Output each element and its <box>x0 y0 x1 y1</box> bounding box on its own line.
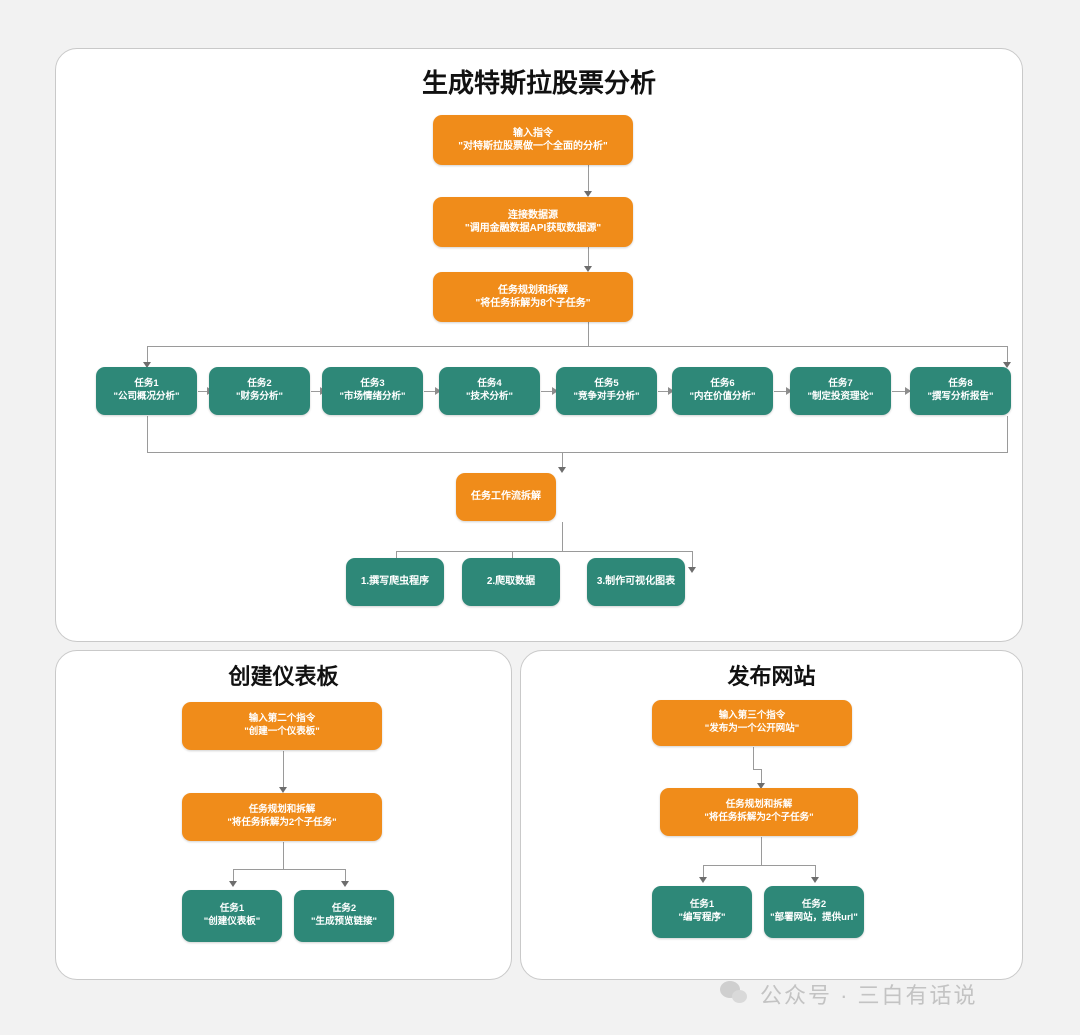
node-task-planning[interactable]: 任务规划和拆解 "将任务拆解为8个子任务" <box>433 272 633 322</box>
node-line1: 任务工作流拆解 <box>471 491 541 503</box>
node-line1: 任务规划和拆解 <box>725 799 793 811</box>
node-line2: "创建仪表板" <box>203 916 261 927</box>
node-line1: 任务5 <box>594 378 619 390</box>
node-line2: "公司概况分析" <box>113 391 180 402</box>
node-line1: 连接数据源 <box>508 209 558 221</box>
node-connect-data-source[interactable]: 连接数据源 "调用金融数据API获取数据源" <box>433 197 633 247</box>
node-line2: "生成预览链接" <box>310 916 377 927</box>
node-task-8[interactable]: 任务8 "撰写分析报告" <box>910 367 1011 415</box>
node-task-6[interactable]: 任务6 "内在价值分析" <box>672 367 773 415</box>
node-line2: "内在价值分析" <box>689 391 756 402</box>
node-line1: 任务3 <box>360 378 385 390</box>
watermark-text: 公众号 · 三白有话说 <box>760 983 978 1008</box>
node-site-task-planning[interactable]: 任务规划和拆解 "将任务拆解为2个子任务" <box>660 788 858 836</box>
node-subtask-2[interactable]: 2.爬取数据 <box>462 558 560 606</box>
node-line2: "对特斯拉股票做一个全面的分析" <box>458 141 608 152</box>
node-dash-task-1[interactable]: 任务1 "创建仪表板" <box>182 890 282 942</box>
node-task-2[interactable]: 任务2 "财务分析" <box>209 367 310 415</box>
node-line2: "竞争对手分析" <box>573 391 640 402</box>
node-line2: "创建一个仪表板" <box>244 726 320 737</box>
node-line2: "撰写分析报告" <box>927 391 994 402</box>
node-line1: 任务2 <box>331 903 357 915</box>
wechat-icon <box>720 981 750 1007</box>
node-dash-task-planning[interactable]: 任务规划和拆解 "将任务拆解为2个子任务" <box>182 793 382 841</box>
node-line1: 任务6 <box>710 378 735 390</box>
node-line2: "部署网站，提供url" <box>770 912 858 923</box>
node-line2: "将任务拆解为8个子任务" <box>475 298 591 309</box>
node-line1: 任务2 <box>247 378 272 390</box>
node-line1: 任务规划和拆解 <box>248 804 316 816</box>
node-line2: "财务分析" <box>235 391 283 402</box>
panel-title-create-dashboard: 创建仪表板 <box>228 664 339 689</box>
node-line1: 任务1 <box>689 899 715 911</box>
node-line1: 任务规划和拆解 <box>498 284 568 296</box>
node-line1: 3.制作可视化图表 <box>596 576 676 588</box>
node-subtask-3[interactable]: 3.制作可视化图表 <box>587 558 685 606</box>
watermark: 公众号 · 三白有话说 <box>720 978 978 1010</box>
node-site-task-1[interactable]: 任务1 "编写程序" <box>652 886 752 938</box>
node-task-7[interactable]: 任务7 "制定投资理论" <box>790 367 891 415</box>
node-line2: "将任务拆解为2个子任务" <box>704 812 814 823</box>
node-site-task-2[interactable]: 任务2 "部署网站，提供url" <box>764 886 864 938</box>
node-line1: 任务1 <box>219 903 245 915</box>
node-line1: 输入第三个指令 <box>718 710 786 722</box>
node-line1: 任务7 <box>828 378 853 390</box>
node-task-4[interactable]: 任务4 "技术分析" <box>439 367 540 415</box>
node-line1: 任务1 <box>134 378 159 390</box>
node-input-command[interactable]: 输入指令 "对特斯拉股票做一个全面的分析" <box>433 115 633 165</box>
node-dash-task-2[interactable]: 任务2 "生成预览链接" <box>294 890 394 942</box>
node-line2: "将任务拆解为2个子任务" <box>227 817 337 828</box>
node-line1: 输入指令 <box>513 127 553 139</box>
node-line2: "市场情绪分析" <box>339 391 406 402</box>
node-line2: "编写程序" <box>678 912 726 923</box>
node-line1: 1.撰写爬虫程序 <box>360 576 430 588</box>
node-task-1[interactable]: 任务1 "公司概况分析" <box>96 367 197 415</box>
node-line2: "技术分析" <box>465 391 513 402</box>
node-line2: "发布为一个公开网站" <box>704 723 800 734</box>
node-task-3[interactable]: 任务3 "市场情绪分析" <box>322 367 423 415</box>
node-line1: 任务2 <box>801 899 827 911</box>
node-line1: 输入第二个指令 <box>248 713 316 725</box>
node-line1: 任务4 <box>477 378 502 390</box>
panel-title-publish-website: 发布网站 <box>727 664 816 689</box>
node-subtask-1[interactable]: 1.撰写爬虫程序 <box>346 558 444 606</box>
node-line1: 任务8 <box>948 378 973 390</box>
panel-title-stock-analysis: 生成特斯拉股票分析 <box>421 68 656 98</box>
node-dash-input-command[interactable]: 输入第二个指令 "创建一个仪表板" <box>182 702 382 750</box>
node-line2: "制定投资理论" <box>807 391 874 402</box>
node-task-workflow-breakdown[interactable]: 任务工作流拆解 <box>456 473 556 521</box>
node-line2: "调用金融数据API获取数据源" <box>464 223 602 234</box>
node-site-input-command[interactable]: 输入第三个指令 "发布为一个公开网站" <box>652 700 852 746</box>
node-line1: 2.爬取数据 <box>486 576 536 588</box>
node-task-5[interactable]: 任务5 "竞争对手分析" <box>556 367 657 415</box>
